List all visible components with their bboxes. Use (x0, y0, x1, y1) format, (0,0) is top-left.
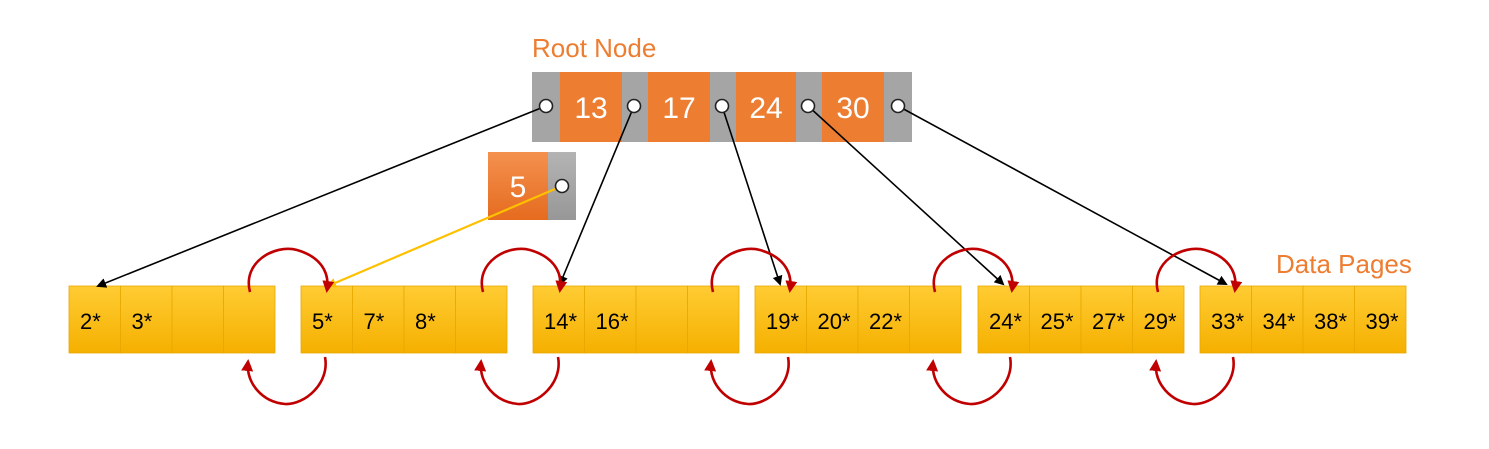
data-page: 2* 3* (68, 285, 276, 354)
page-entry-text: 27* (1092, 309, 1125, 334)
root-pointer-dot (538, 98, 554, 114)
data-pages-label: Data Pages (1276, 249, 1412, 279)
root-key-cell (648, 72, 710, 142)
root-key-text: 17 (662, 92, 695, 125)
page-entry-text: 16* (596, 309, 629, 334)
inserted-key-cell (488, 152, 548, 220)
sibling-backward-arrow (704, 356, 790, 406)
pointer-circles (538, 98, 906, 194)
page-slot (806, 285, 859, 354)
page-slot (1251, 285, 1304, 354)
page-slot (171, 285, 224, 354)
page-entry-text: 2* (80, 309, 101, 334)
data-page: 19* 20* 22* (754, 285, 962, 354)
page-slot (532, 285, 585, 354)
page-slot (1199, 285, 1252, 354)
page-slot (1080, 285, 1133, 354)
page-entry-text: 38* (1314, 309, 1347, 334)
page-slot (68, 285, 121, 354)
pointer-arrow (807, 105, 1005, 286)
page-slot (403, 285, 456, 354)
pointer-arrow (897, 105, 1228, 285)
sibling-backward-arrow (1149, 356, 1235, 406)
page-entry-text: 7* (364, 309, 385, 334)
page-entry-text: 33* (1211, 309, 1244, 334)
sibling-forward-arrow (480, 247, 568, 293)
sibling-forward-arrow (932, 247, 1020, 293)
root-pointer-dot (800, 98, 816, 114)
page-entry-text: 20* (818, 309, 851, 334)
root-key-cell (736, 72, 796, 142)
page-slot (857, 285, 910, 354)
child-pointer-arrows (96, 105, 1228, 288)
page-entry-text: 14* (544, 309, 577, 334)
root-key-text: 13 (574, 92, 607, 125)
page-entry-text: 29* (1144, 309, 1177, 334)
page-entry-text: 5* (312, 309, 333, 334)
root-pointer-dot (714, 98, 730, 114)
sibling-forward-arrow (247, 247, 335, 293)
page-slot (300, 285, 353, 354)
page-entry-text: 24* (989, 309, 1022, 334)
page-entry-text: 19* (766, 309, 799, 334)
page-slot (754, 285, 807, 354)
page-slot (1132, 285, 1185, 354)
page-slot (223, 285, 276, 354)
page-entry-text: 25* (1041, 309, 1074, 334)
sibling-backward-arrow (241, 356, 327, 406)
data-page: 14* 16* (532, 285, 740, 354)
root-pointer-dot (890, 98, 906, 114)
page-entry-text: 34* (1263, 309, 1296, 334)
inserted-node: 5 (488, 152, 576, 220)
page-entry-text: 8* (415, 309, 436, 334)
sibling-backward-arrow (926, 356, 1012, 406)
page-slot (909, 285, 962, 354)
page-slot (120, 285, 173, 354)
new-pointer-arrow (326, 184, 563, 288)
data-page: 5* 7* 8* (300, 285, 508, 354)
sibling-forward-arrow (710, 247, 798, 293)
sibling-backward-arrow (474, 356, 560, 406)
inserted-key-text: 5 (510, 171, 527, 204)
page-slot (1354, 285, 1407, 354)
data-page: 24* 25* 27* 29* (977, 285, 1185, 354)
page-slot (1029, 285, 1082, 354)
page-slot (584, 285, 637, 354)
data-page: 33* 34* 38* 39* (1199, 285, 1407, 354)
root-node-label: Root Node (532, 33, 656, 63)
inserted-pointer-dot (554, 178, 570, 194)
root-key-cell (560, 72, 622, 142)
page-entry-text: 22* (869, 309, 902, 334)
page-slot (687, 285, 740, 354)
sibling-link-arrows (241, 247, 1243, 406)
data-pages: 2* 3* 5* 7* 8* 14* 16* 19* 20* 22* 24* 25* 27* 29* 33*… (68, 285, 1407, 354)
page-slot (455, 285, 508, 354)
root-key-text: 30 (836, 92, 869, 125)
page-entry-text: 3* (132, 309, 153, 334)
sibling-forward-arrow (1155, 247, 1243, 293)
page-entry-text: 39* (1366, 309, 1399, 334)
root-key-cell (822, 72, 884, 142)
root-pointer-dot (626, 98, 642, 114)
page-slot (352, 285, 405, 354)
pointer-arrow (558, 105, 635, 286)
root-node: 13 17 24 30 (532, 72, 912, 142)
pointer-arrow (96, 105, 547, 288)
root-key-text: 24 (749, 92, 782, 125)
page-slot (635, 285, 688, 354)
